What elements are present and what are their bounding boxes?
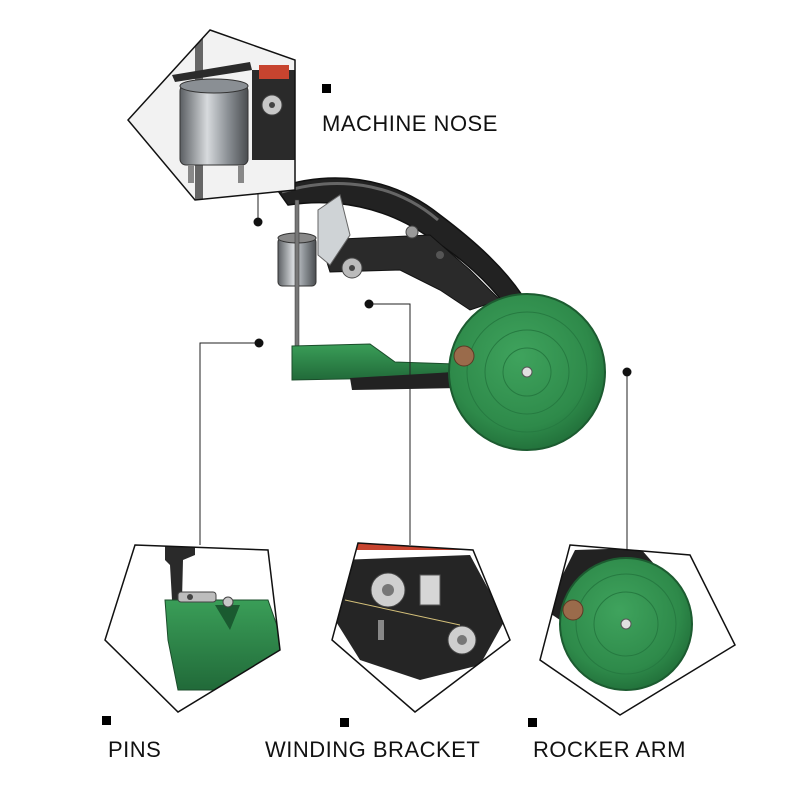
bullet-machine-nose [322, 84, 331, 93]
label-rocker-arm: ROCKER ARM [533, 737, 686, 762]
machine-base-foot [350, 372, 460, 390]
main-machine [274, 177, 606, 451]
leader-dot-nose [253, 217, 263, 227]
bullet-winding-bracket [340, 718, 349, 727]
callout-rocker-arm [539, 544, 736, 716]
leader-dot-pins [254, 338, 264, 348]
needle-bar [294, 199, 300, 351]
leader-dot-rocker [622, 367, 632, 377]
machine-plate [317, 194, 351, 266]
callout-machine-nose [127, 29, 296, 201]
leader-dots [253, 217, 632, 377]
label-machine-nose: MACHINE NOSE [322, 111, 498, 136]
callout-pins [104, 544, 281, 713]
bullet-pins [102, 716, 111, 725]
wheel-knob [453, 345, 475, 367]
label-pins: PINS [108, 737, 162, 762]
leader-dot-bracket [364, 299, 374, 309]
callout-winding-bracket [331, 542, 511, 713]
leader-lines [199, 185, 628, 553]
label-winding-bracket: WINDING BRACKET [265, 737, 481, 762]
bullet-rocker-arm [528, 718, 537, 727]
leader-line-bracket [369, 303, 411, 545]
leader-line-pins [199, 342, 259, 545]
